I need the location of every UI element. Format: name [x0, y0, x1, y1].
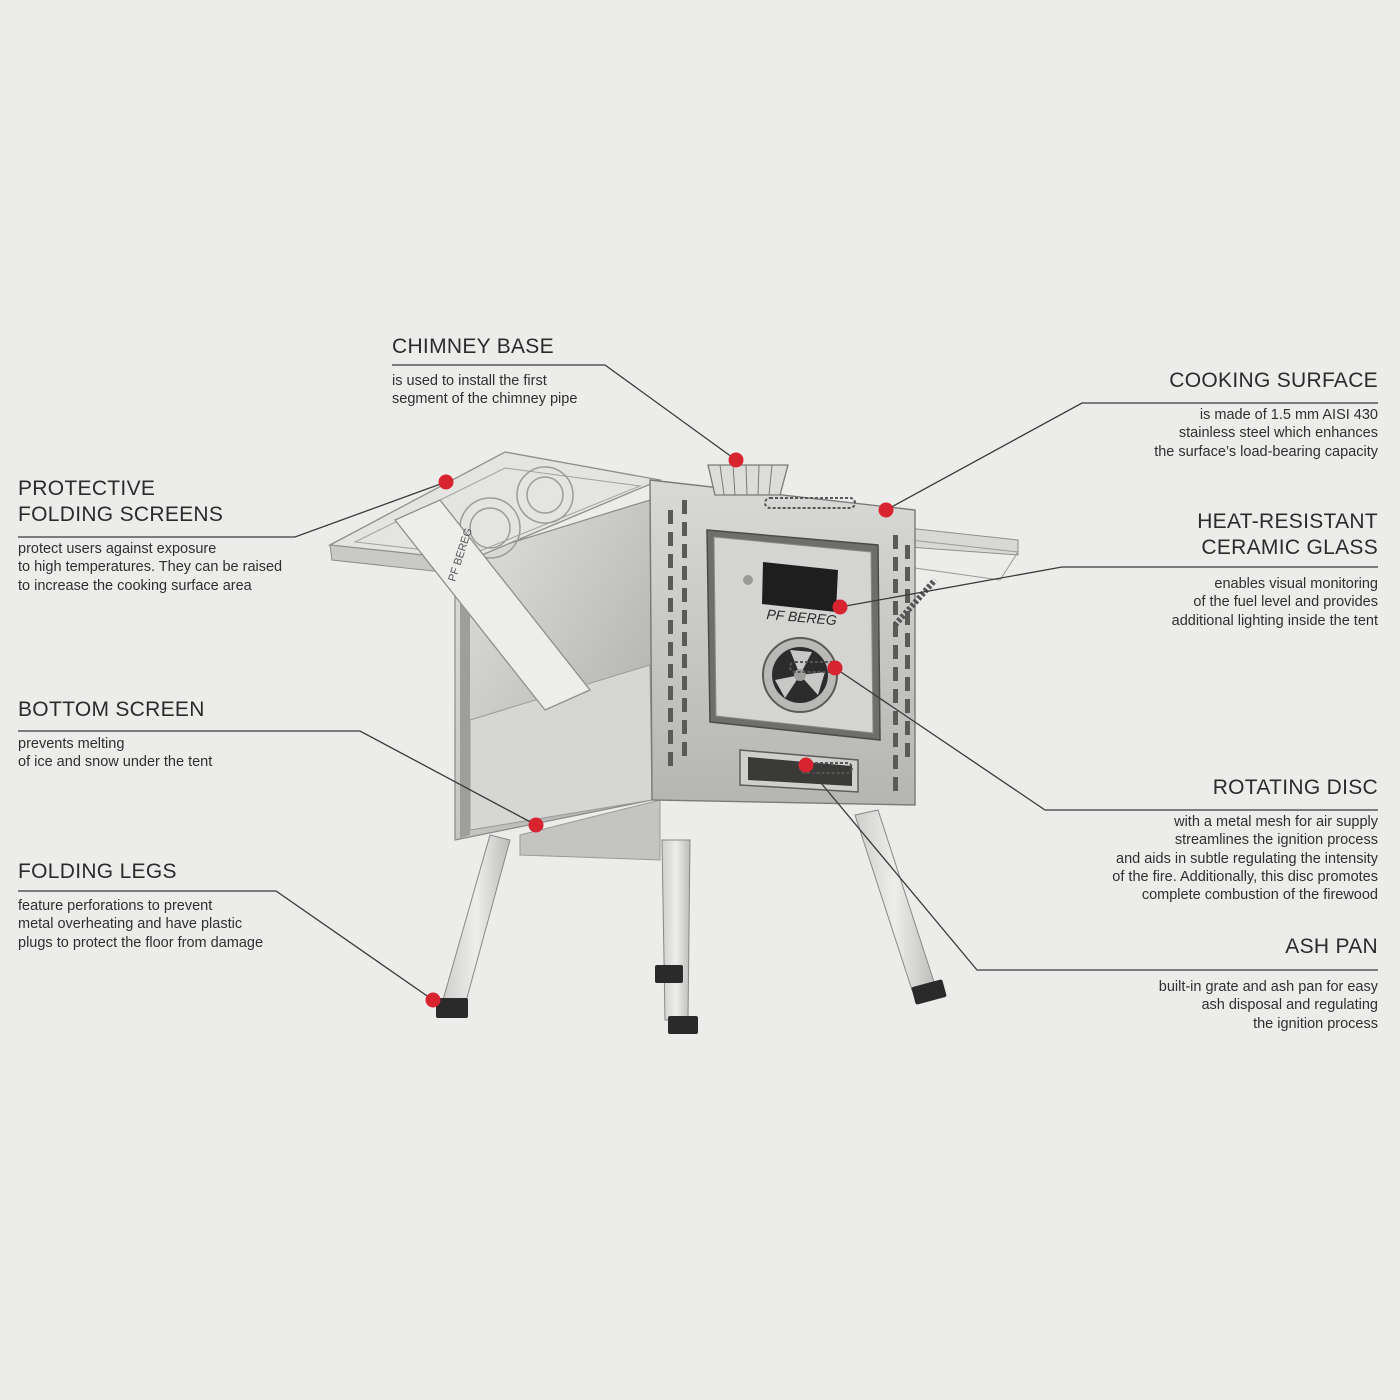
marker-chimney-base: [728, 452, 744, 468]
callout-desc: protect users against exposure to high t…: [18, 541, 283, 594]
leader-protective-screens: [18, 481, 447, 538]
callout-desc: is made of 1.5 mm AISI 430 stainless ste…: [1154, 407, 1378, 460]
leader-chimney-base: [392, 364, 737, 461]
callout-chimney-base: CHIMNEY BASE is used to install the firs…: [392, 334, 577, 409]
marker-cooking-surface: [878, 502, 894, 518]
markers: [425, 452, 894, 1008]
callout-bottom-screen: BOTTOM SCREEN prevents melting of ice an…: [18, 697, 212, 772]
callout-desc: feature perforations to prevent metal ov…: [18, 898, 264, 951]
callout-title: FOLDING LEGS: [18, 860, 177, 883]
stove-front: [649, 479, 938, 806]
callout-rotating-disc: ROTATING DISC with a metal mesh for air …: [1112, 775, 1378, 904]
leader-ash-pan: [805, 764, 1378, 971]
callout-desc: is used to install the first segment of …: [392, 373, 578, 408]
callout-ceramic-glass: HEAT-RESISTANT CERAMIC GLASS enables vis…: [1172, 509, 1378, 630]
brand-logo-door: PF BEREG: [766, 606, 838, 628]
leader-lines: [18, 364, 1378, 1001]
marker-folding-legs: [425, 992, 441, 1008]
marker-rotating-disc: [827, 660, 843, 676]
chimney-base: [707, 464, 789, 496]
leader-rotating-disc: [834, 667, 1378, 811]
leader-cooking-surface: [885, 402, 1378, 511]
callout-desc: built-in grate and ash pan for easy ash …: [1158, 979, 1378, 1032]
marker-ceramic-glass: [832, 599, 848, 615]
marker-ash-pan: [798, 757, 814, 773]
callout-desc: prevents melting of ice and snow under t…: [18, 736, 213, 771]
folding-screens: [327, 451, 1019, 711]
marker-protective-screens: [438, 474, 454, 490]
callout-desc: with a metal mesh for air supply streaml…: [1112, 814, 1378, 904]
callout-title: HEAT-RESISTANT CERAMIC GLASS: [1197, 510, 1378, 559]
callout-title: BOTTOM SCREEN: [18, 698, 205, 721]
callout-ash-pan: ASH PAN built-in grate and ash pan for e…: [1159, 934, 1378, 1033]
callout-cooking-surface: COOKING SURFACE is made of 1.5 mm AISI 4…: [1154, 368, 1378, 461]
callout-title: ASH PAN: [1285, 935, 1378, 958]
folding-legs: [436, 809, 947, 1034]
callout-desc: enables visual monitoring of the fuel le…: [1171, 576, 1378, 629]
callout-title: ROTATING DISC: [1212, 776, 1378, 799]
callout-title: COOKING SURFACE: [1169, 369, 1378, 392]
callout-title: CHIMNEY BASE: [392, 335, 554, 358]
callout-protective-screens: PROTECTIVE FOLDING SCREENS protect users…: [18, 476, 282, 595]
callout-title: PROTECTIVE FOLDING SCREENS: [18, 477, 224, 526]
leader-bottom-screen: [18, 730, 537, 826]
marker-bottom-screen: [528, 817, 544, 833]
leader-folding-legs: [18, 890, 434, 1001]
leader-ceramic-glass: [839, 566, 1378, 608]
callout-folding-legs: FOLDING LEGS feature perforations to pre…: [18, 859, 263, 952]
